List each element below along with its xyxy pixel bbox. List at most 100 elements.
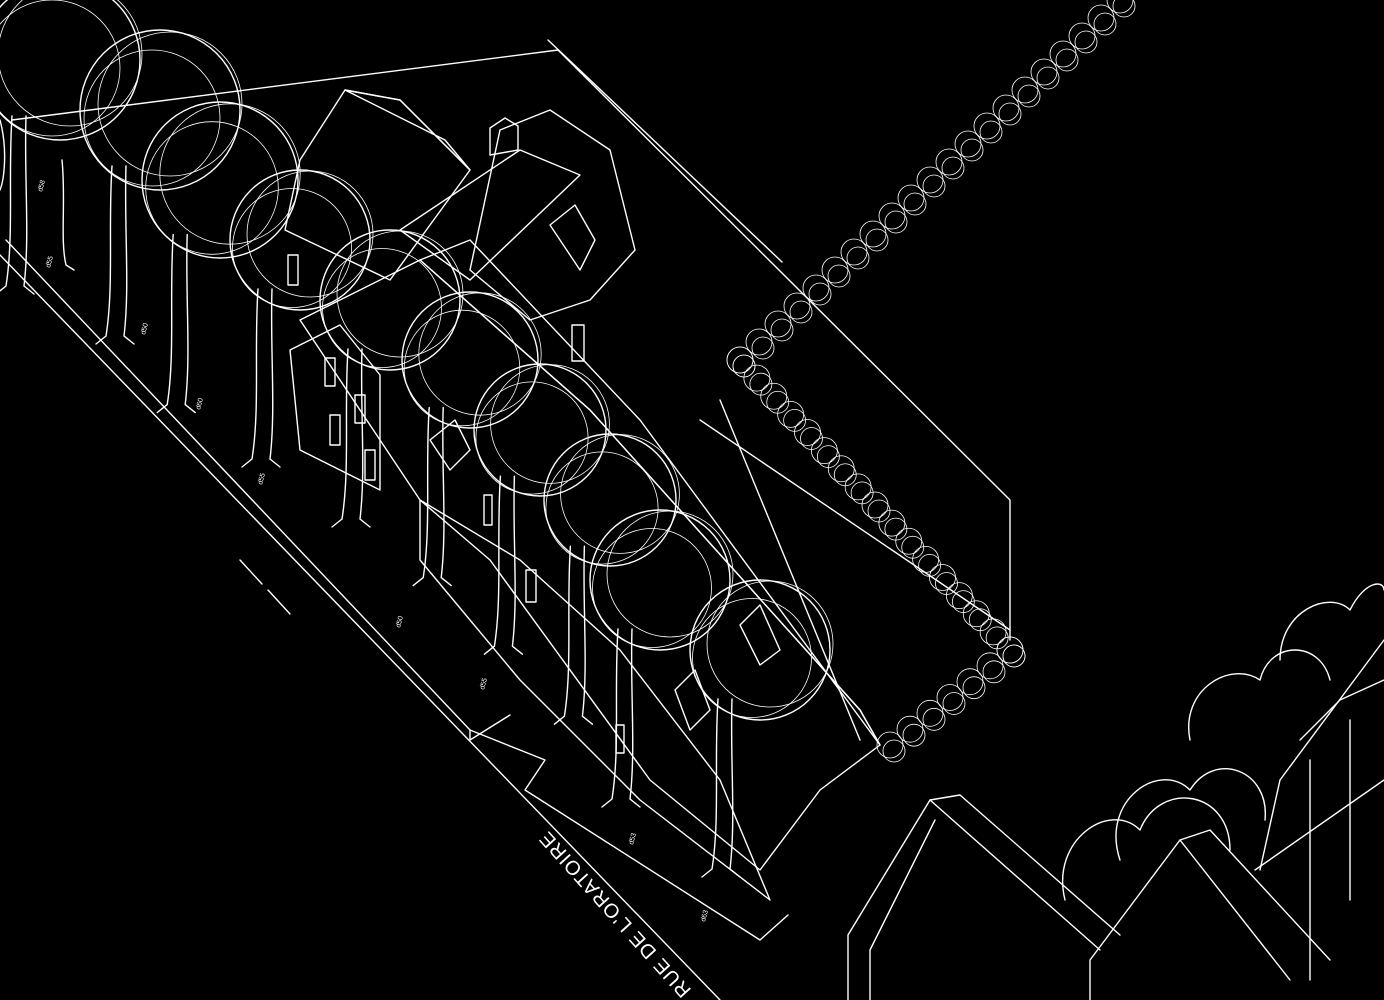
hedge-shrub <box>810 437 838 465</box>
hedge-shrub <box>1002 644 1026 668</box>
tree-trunk <box>483 475 524 655</box>
tree-crown <box>97 31 243 177</box>
hedge-shrub <box>912 545 940 573</box>
neighbour-buildings <box>847 583 1384 1000</box>
hedge-shrub <box>751 336 775 360</box>
hedge-shrub <box>960 138 984 162</box>
hedge-shrub <box>1074 30 1098 54</box>
hedge-shrub <box>902 723 926 747</box>
tree-trunk <box>0 115 35 295</box>
tree-crown <box>141 101 299 259</box>
roof-long-ridge <box>419 239 881 746</box>
hedge-shrub <box>1055 48 1079 72</box>
tree-tag: d50 <box>395 615 405 628</box>
tree-trunk <box>95 165 135 345</box>
property-outline <box>5 49 1011 941</box>
hedge-shrub <box>743 364 771 392</box>
tree-trunk <box>553 545 594 725</box>
roof-cross-wing-ridge <box>399 149 581 281</box>
wall-lower-front <box>419 499 771 901</box>
tree-trunk <box>156 233 196 414</box>
tree-crown <box>336 230 464 358</box>
hedge-shrub <box>1106 0 1134 14</box>
tree-tag: d55 <box>45 255 55 268</box>
street-name-label: RUE DE L'ORATOIRE <box>535 826 696 1000</box>
hedge-shrub <box>982 660 1006 684</box>
hedge-shrub <box>827 455 855 483</box>
tree-tag: d55 <box>257 472 267 485</box>
hedge-shrub <box>942 692 966 715</box>
tree-trunk <box>241 288 281 468</box>
tree-tag: d63 <box>700 909 710 922</box>
hedge-shrub <box>846 246 870 270</box>
hedge-shrub <box>903 192 927 216</box>
tree-tag: d50 <box>140 322 150 335</box>
hedge-shrub <box>1112 0 1136 18</box>
tree-crown <box>0 0 121 137</box>
tree-crown <box>418 292 542 416</box>
hedge-shrub <box>962 676 986 700</box>
tree-crown <box>543 433 677 567</box>
hedge-shrub <box>1093 12 1117 36</box>
tree-crown <box>79 29 241 191</box>
hedge-shrub <box>808 282 832 306</box>
tree-tag: d58 <box>37 179 47 192</box>
hedge-shrub <box>922 707 946 731</box>
tree-trunk <box>331 348 371 528</box>
tree-tag: d55 <box>479 677 489 690</box>
roof-long-body <box>299 259 881 871</box>
tree-crown <box>490 364 610 484</box>
tree-trunk <box>601 628 641 808</box>
hedge-shrub <box>861 491 889 519</box>
tree-crown <box>473 363 607 497</box>
tree-trunk <box>0 119 6 191</box>
tree-tag: d53 <box>628 832 638 845</box>
tree-crown <box>159 103 301 245</box>
tree-trunk <box>412 406 452 587</box>
tree-crown <box>83 49 221 187</box>
roof-rear-east <box>344 89 471 171</box>
tree-crown <box>475 381 589 495</box>
tree-crown <box>589 509 731 651</box>
tree-crown <box>560 434 680 554</box>
hedge-shrub <box>895 527 923 555</box>
tree-crown <box>0 0 143 127</box>
tree-crown <box>706 580 834 708</box>
hedge-shrub <box>789 300 813 324</box>
tree-trunk <box>701 698 741 878</box>
tree-crown <box>229 169 371 311</box>
tree-crown <box>319 229 461 371</box>
hedge-shrub <box>844 473 872 501</box>
wall-front-gable <box>289 324 381 491</box>
tree-crown <box>592 528 712 648</box>
tree-crown <box>246 170 374 298</box>
tree-crown <box>232 188 352 308</box>
hedge-shrub <box>726 346 754 374</box>
tree-tags: d58 d55 d50 d60 d55 d50 d55 d53 d63 <box>37 179 710 922</box>
hedge-shrub <box>760 382 788 410</box>
tree-tag: d60 <box>195 397 205 410</box>
hedge-shrub <box>878 509 906 537</box>
tree-crown <box>545 451 659 565</box>
hedge-shrub <box>876 731 904 759</box>
roof-cross-wing <box>469 109 636 321</box>
tree-trunk <box>61 159 75 271</box>
hedge-shrub <box>827 264 851 288</box>
tree-crown <box>145 121 279 255</box>
hedge-shrub <box>1017 84 1041 108</box>
hedge-shrub <box>979 120 1003 144</box>
tree-crown <box>403 309 521 427</box>
hedge-shrub <box>770 318 794 342</box>
street-trees <box>0 0 834 878</box>
hedge-shrub <box>1036 66 1060 90</box>
hedge-shrub <box>884 210 908 234</box>
hedge-shrub <box>882 739 906 763</box>
hedge-shrub <box>941 156 965 180</box>
hedge-row <box>726 0 1136 763</box>
hedge-shrub <box>777 400 805 428</box>
windows <box>287 254 625 754</box>
main-building <box>284 89 881 901</box>
hedge-shrub <box>979 618 1007 646</box>
tree-crown <box>322 248 442 368</box>
